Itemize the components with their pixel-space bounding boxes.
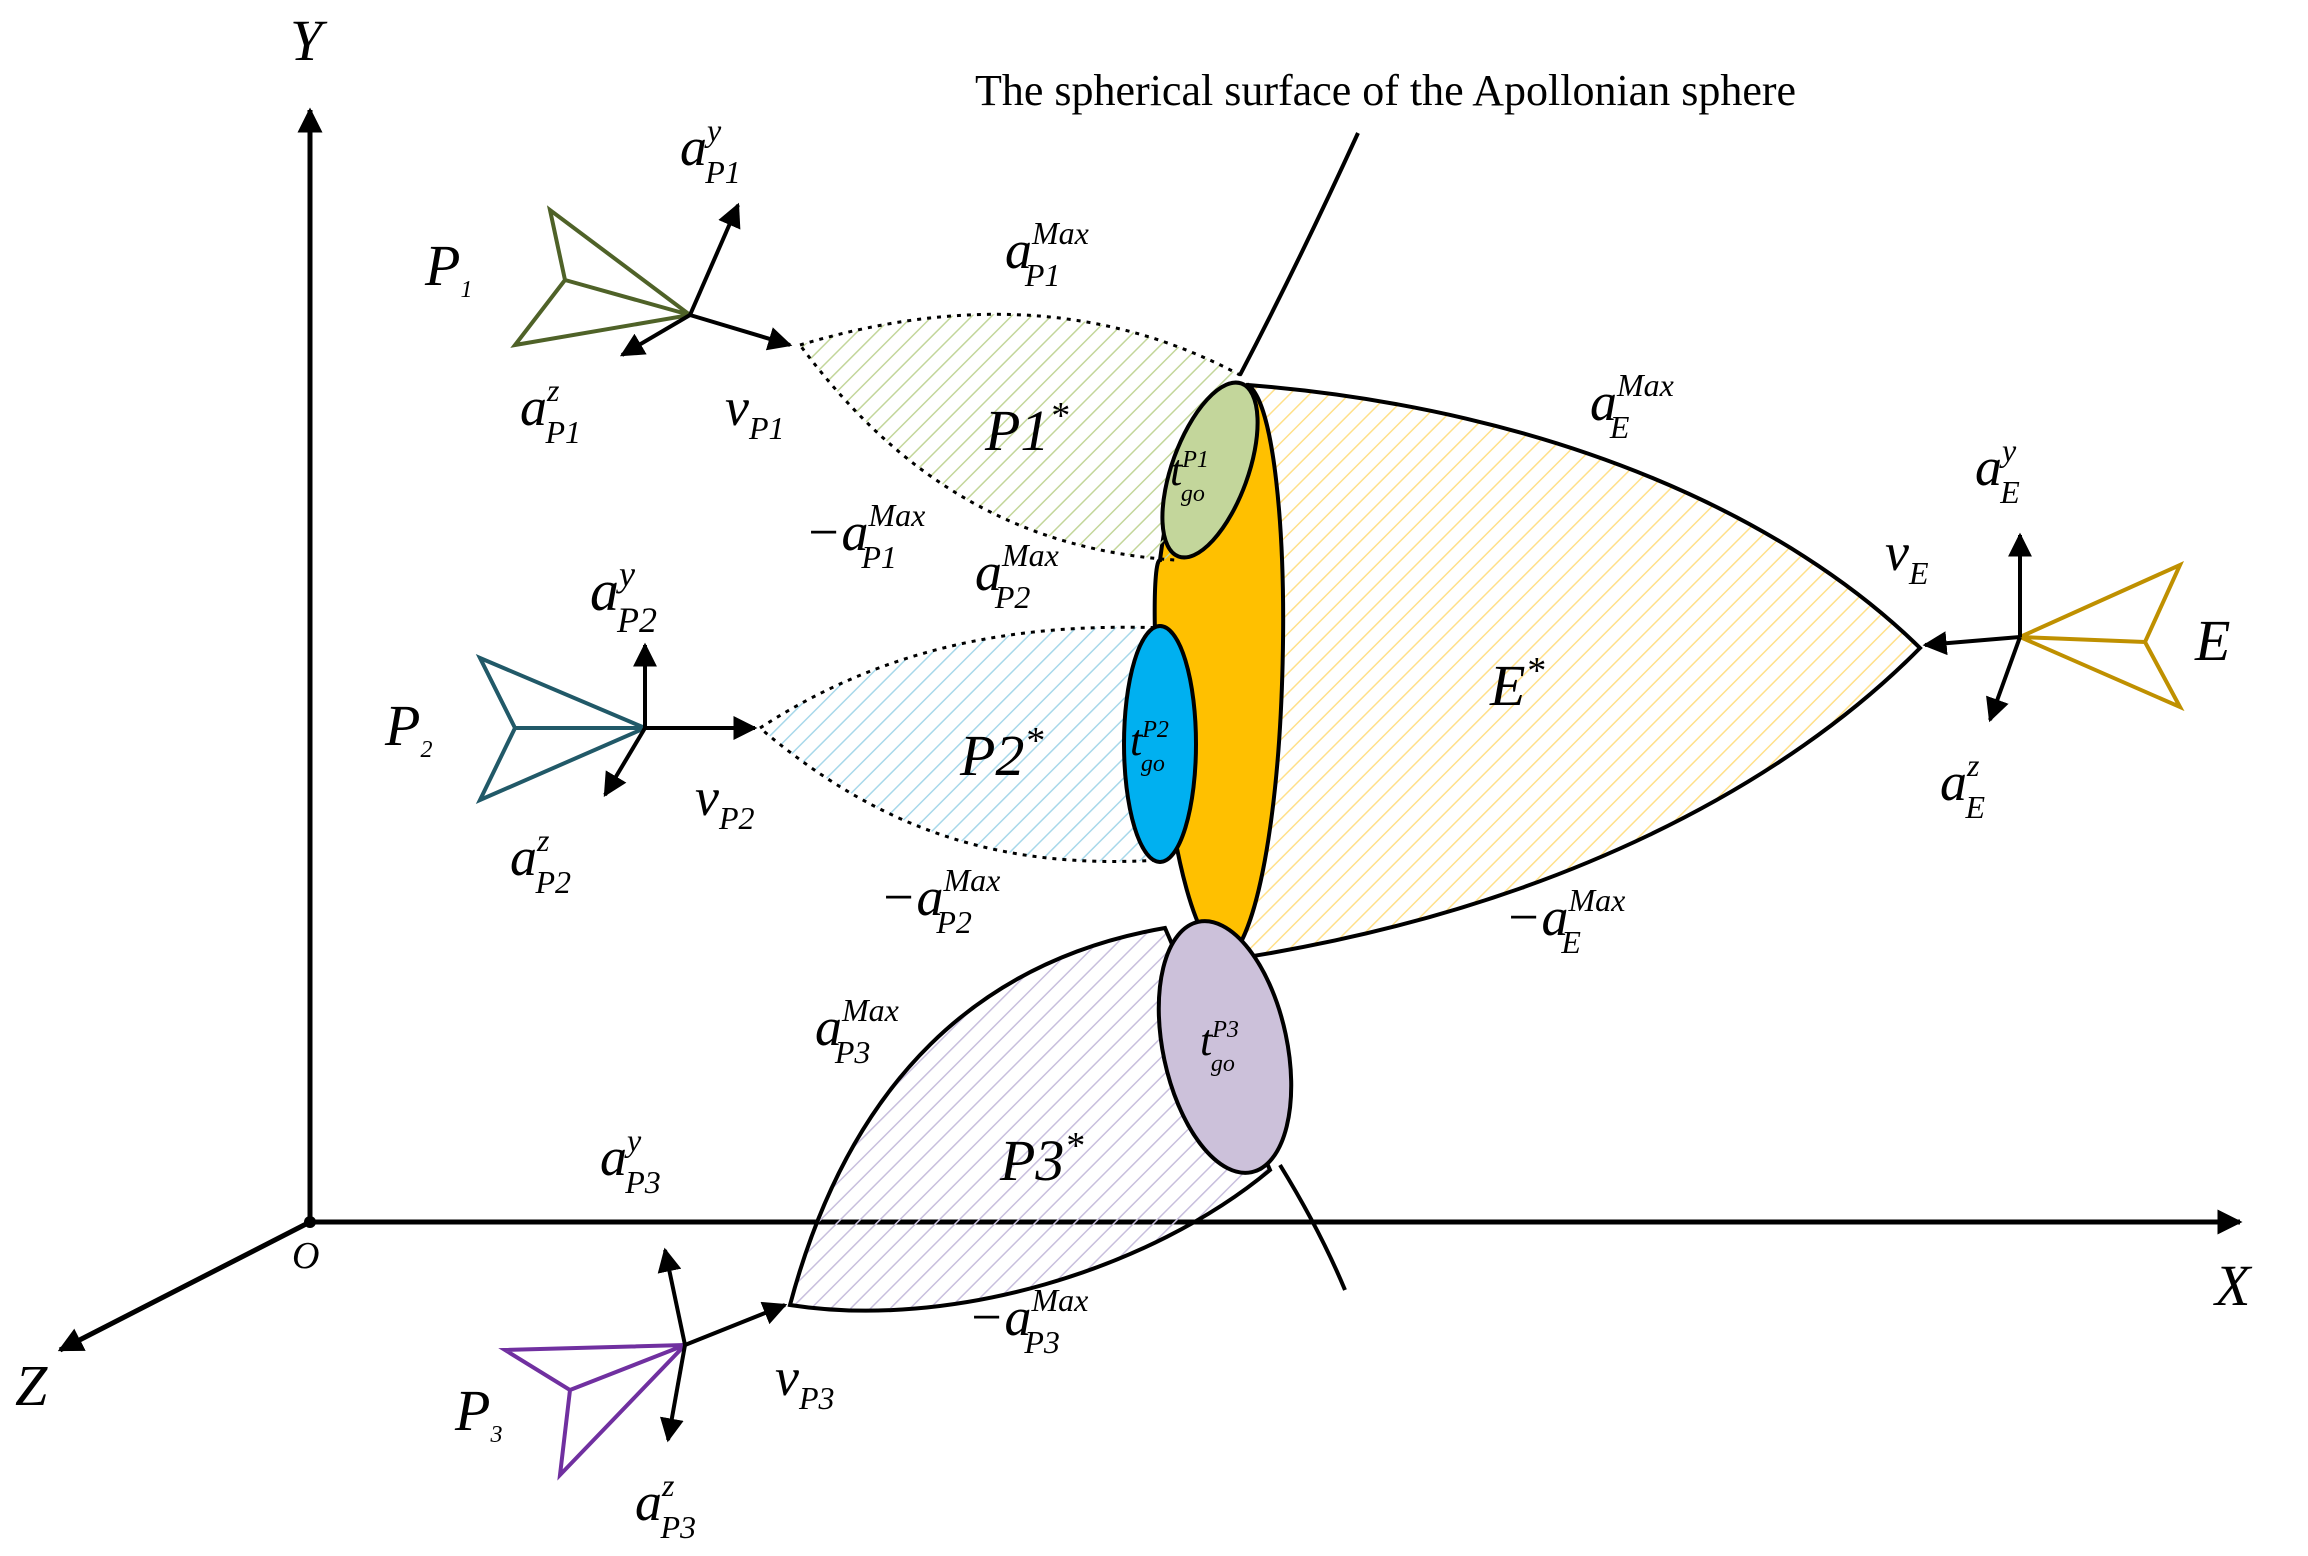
- p1-tgo-ellipse: [1160, 380, 1260, 560]
- p3-v-label: vP3: [775, 1347, 835, 1416]
- p3-tgo-ellipse: [1156, 919, 1294, 1175]
- p3-name-label: P3: [454, 1378, 502, 1448]
- z-axis-label: Z: [15, 1353, 48, 1418]
- p1-star-label: P1*: [984, 395, 1068, 463]
- axes: Y X Z O: [15, 8, 2253, 1418]
- p2-name-label: P2: [384, 693, 432, 763]
- origin-point: [304, 1216, 316, 1228]
- apollonian-sphere-surface: [1238, 132, 1360, 376]
- p3-star-label: P3*: [999, 1125, 1083, 1193]
- y-axis-label: Y: [290, 8, 328, 73]
- aircraft-icon: [2015, 561, 2185, 712]
- apollonian-sphere-surface-lower: [1278, 1163, 1347, 1291]
- p2-reachable-region: [757, 625, 1167, 863]
- p2-agent: [475, 642, 758, 805]
- e-v-label: vE: [1885, 522, 1929, 591]
- e-agent: [1922, 532, 2185, 723]
- origin-label: O: [292, 1235, 319, 1277]
- aircraft-icon: [475, 654, 651, 805]
- aircraft-icon: [510, 205, 695, 348]
- p2-v-label: vP2: [695, 767, 755, 836]
- e-name-label: E: [2194, 608, 2230, 673]
- p3-reachable-region: [787, 925, 1273, 1313]
- p3-agent: [498, 1247, 788, 1481]
- aircraft-icon: [498, 1342, 690, 1481]
- p1-name-label: P1: [424, 233, 472, 303]
- e-reachable-region: [1225, 382, 1923, 963]
- p1-agent: [510, 202, 793, 357]
- p2-tgo-ellipse: [1122, 624, 1198, 864]
- z-axis: [57, 1219, 312, 1353]
- e-star-label: E*: [1489, 650, 1544, 718]
- x-axis-label: X: [2213, 1253, 2253, 1318]
- p2-star-label: P2*: [959, 720, 1043, 788]
- p1-v-label: vP1: [725, 377, 785, 446]
- sphere-title: The spherical surface of the Apollonian …: [975, 66, 1796, 115]
